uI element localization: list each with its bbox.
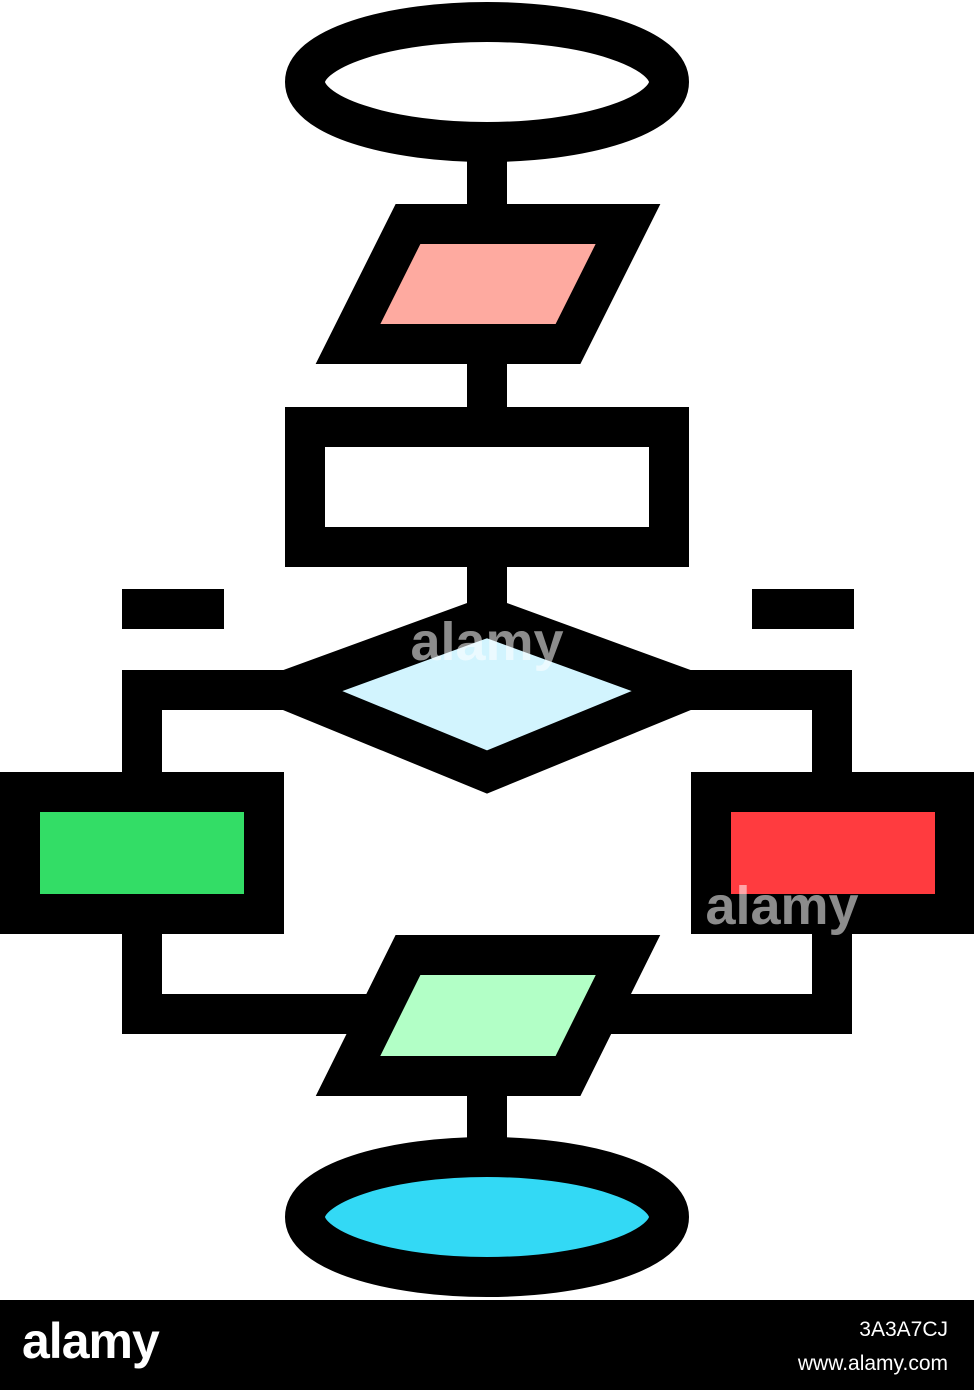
alamy-logo: alamy [22, 1313, 160, 1369]
connector-input-to-process [467, 362, 507, 410]
footer-url[interactable]: www.alamy.com [797, 1352, 948, 1375]
watermark-right: alamy [705, 876, 858, 936]
no-branch-box [691, 772, 974, 934]
decision-diamond [231, 595, 743, 794]
footer-bar: alamy 3A3A7CJ www.alamy.com [0, 1300, 974, 1390]
output-parallelogram [315, 935, 661, 1096]
connector-lines [467, 158, 507, 1144]
yes-branch-box [0, 772, 284, 934]
process-rectangle [285, 407, 689, 567]
watermark-center: alamy [410, 612, 563, 672]
connector-right-box-to-merge [602, 932, 852, 1034]
flowchart-icon: alamy alamy [0, 2, 974, 1297]
start-terminal-ellipse [285, 2, 689, 162]
flowchart-svg: alamy alamy [0, 2, 974, 1297]
connector-start-to-input [467, 158, 507, 208]
connector-left-box-to-merge [122, 932, 372, 1034]
end-terminal-ellipse [285, 1137, 689, 1297]
branch-label-right [752, 589, 854, 629]
branch-label-left [122, 589, 224, 629]
input-output-parallelogram [315, 204, 661, 364]
connector-merge-to-end [467, 1094, 507, 1144]
image-code: 3A3A7CJ [859, 1318, 948, 1341]
